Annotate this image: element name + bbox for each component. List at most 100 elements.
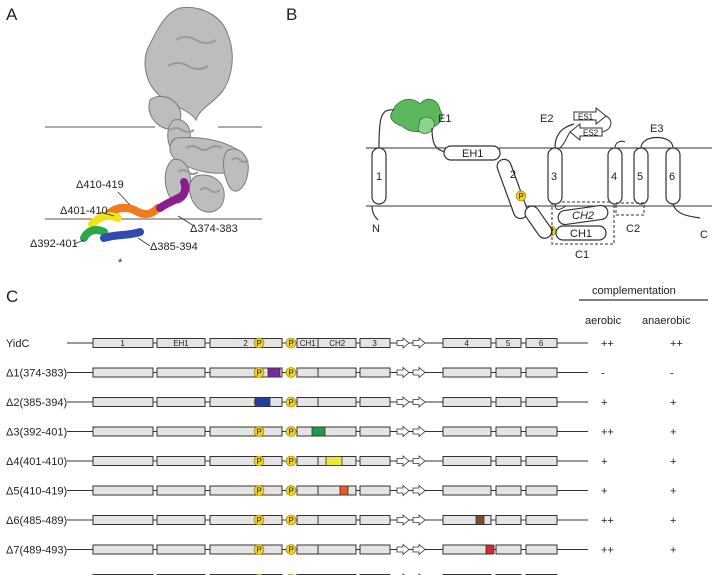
phospho-site-p1 — [253, 485, 265, 496]
domain-box-eh1 — [156, 456, 206, 466]
loop-1-to-e1 — [378, 109, 395, 149]
phospho-site-p2 — [285, 426, 297, 437]
domain-box-tm1 — [92, 426, 154, 437]
phospho-label-p2: P — [289, 428, 294, 437]
deletion-label-392-401: Δ392-401 — [30, 238, 78, 250]
aerobic-value: ++ — [601, 515, 614, 527]
ch1-helix — [555, 225, 607, 241]
phospho-label-p1: P — [257, 487, 262, 496]
domain-box-tm4 — [442, 456, 492, 466]
strand-arrow-es2 — [412, 543, 426, 556]
domain-box-tm3 — [359, 544, 391, 555]
phospho-site-p2 — [285, 367, 297, 378]
deletion-helix — [80, 178, 190, 242]
domain-box-ch1 — [296, 485, 319, 496]
phospho-label-p1: P — [257, 339, 262, 348]
es2-strand — [569, 122, 603, 142]
domain-box-tm6 — [525, 515, 558, 525]
domain-label-tm3: 3 — [372, 339, 377, 348]
strand-arrow-es1 — [396, 337, 410, 349]
domain-box-tm6 — [525, 367, 558, 378]
domain-box-ch2 — [317, 367, 357, 378]
phospho-label-p2: P — [289, 546, 294, 555]
phospho-site-p1 — [253, 426, 265, 437]
domain-box-ch1 — [296, 544, 319, 555]
column-anaerobic: anaerobic — [642, 315, 691, 327]
aerobic-value: + — [601, 397, 607, 409]
anaerobic-value: + — [670, 456, 676, 468]
domain-box-eh1 — [156, 544, 206, 555]
domain-box-tm2 — [209, 485, 283, 496]
strand-arrow-es2 — [412, 337, 426, 349]
domain-box-ch1 — [296, 456, 319, 466]
construct-name: Δ7(489-493) — [6, 545, 67, 557]
domain-box-eh1 — [156, 426, 206, 437]
strand-arrow-es1 — [396, 543, 410, 556]
aerobic-value: ++ — [601, 427, 614, 439]
leader-line-374-383 — [177, 215, 195, 227]
domain-box-tm2 — [209, 456, 283, 466]
domain-box-ch1 — [296, 367, 319, 378]
strand-arrow-es2 — [412, 455, 426, 467]
phospho-label-p2: P — [289, 369, 294, 378]
e1-label: E1 — [438, 113, 451, 125]
eh1-label: EH1 — [462, 148, 483, 160]
strand-arrow-es1 — [396, 455, 410, 467]
es1-strand — [573, 106, 607, 126]
domain-box-tm4 — [442, 426, 492, 437]
domain-box-tm2 — [209, 515, 283, 525]
tm-helix-4-label: 4 — [611, 171, 617, 183]
domain-box-tm5 — [495, 456, 522, 466]
leader-line-385-394 — [137, 237, 151, 247]
es2-label: ES2 — [583, 129, 599, 138]
asterisk-mark: * — [118, 257, 123, 269]
aerobic-value: - — [601, 368, 605, 380]
strand-arrow-es1 — [396, 514, 410, 526]
anaerobic-value: + — [670, 515, 676, 527]
loop-tm3-to-e2 — [554, 123, 575, 149]
domain-box-tm3 — [359, 397, 391, 407]
domain-box-tm3 — [359, 485, 391, 496]
panel-b-label: B — [286, 5, 297, 24]
aerobic-value: ++ — [601, 545, 614, 557]
c1-box — [551, 201, 615, 245]
domain-box-tm2 — [209, 426, 283, 437]
domain-box-ch2 — [317, 397, 357, 407]
c1-label: C1 — [575, 249, 589, 261]
strand-arrow-es2 — [412, 366, 426, 379]
domain-box-tm4 — [442, 515, 492, 525]
phospho-site-1 — [515, 190, 527, 202]
domain-box-tm4 — [442, 397, 492, 407]
tm-helix-2-group — [496, 158, 529, 220]
domain-box-tm6 — [525, 338, 558, 348]
domain-box-tm5 — [495, 426, 522, 437]
ch1-label: CH1 — [570, 228, 592, 240]
phospho-site-p1 — [253, 455, 265, 467]
c2-label: C2 — [626, 223, 640, 235]
domain-box-tm6 — [525, 456, 558, 466]
loop-tm3-bottom — [554, 203, 567, 210]
helix-segment-385-394 — [100, 228, 144, 242]
deletion-label-401-410: Δ401-410 — [60, 205, 108, 217]
domain-label-eh1: EH1 — [173, 339, 189, 348]
domain-box-tm2 — [209, 367, 283, 378]
phospho-site-p2 — [285, 396, 297, 408]
domain-box-eh1 — [156, 515, 206, 525]
anaerobic-value: + — [670, 545, 676, 557]
deletion-label-410-419: Δ410-419 — [76, 179, 124, 191]
phospho-site-p2 — [285, 455, 297, 467]
es-connector — [601, 115, 612, 133]
domain-label-ch2: CH2 — [329, 339, 346, 348]
domain-box-tm1 — [92, 338, 154, 348]
deletion-label-385-394: Δ385-394 — [150, 241, 198, 253]
domain-box-tm5 — [495, 485, 522, 496]
domain-box-tm5 — [495, 544, 522, 555]
domain-label-tm4: 4 — [464, 339, 469, 348]
domain-box-tm3 — [359, 515, 391, 525]
loop-e1-to-eh1 — [431, 127, 447, 153]
